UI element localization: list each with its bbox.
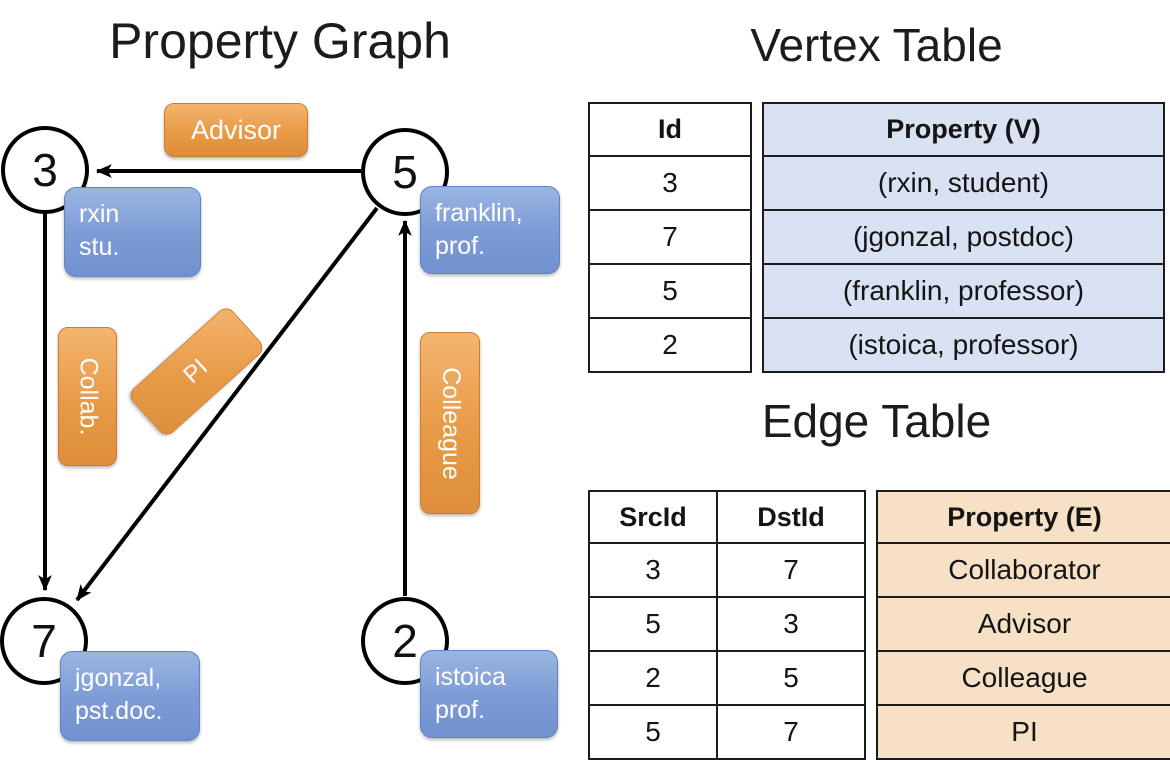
table-cell: (franklin, professor) [764,263,1163,317]
edge-label-text: Advisor [190,114,282,145]
vertex-table-title: Vertex Table [750,19,1003,71]
table-cell: Colleague [878,650,1170,704]
node-id: 5 [392,146,418,198]
edge-label-pi: PI [126,304,267,439]
table-cell: 3 [590,542,716,596]
column-gap [752,102,762,373]
vertex-label-line: rxin [79,200,120,228]
edge-label-text: PI [178,353,214,389]
table-cell: Advisor [878,596,1170,650]
edge-table: SrcId 3 5 2 5 DstId 7 3 5 7 Property (E)… [588,490,1170,760]
vertex-label-line: istoica [435,663,506,691]
node-id: 7 [31,615,57,667]
table-cell: 7 [718,542,864,596]
table-cell: 3 [718,596,864,650]
vertex-table-id-column: Id 3 7 5 2 [588,102,752,373]
vertex-label-line: prof. [435,232,486,260]
edge-label-text: Colleague [436,366,465,480]
edge-table-property-column: Property (E) Collaborator Advisor Collea… [876,490,1170,760]
table-cell: (jgonzal, postdoc) [764,209,1163,263]
vertex-label-line: pst.doc. [75,697,163,725]
table-cell: 5 [590,263,750,317]
table-cell: PI [878,704,1170,758]
node-id: 3 [32,144,58,196]
table-cell: (istoica, professor) [764,317,1163,371]
vertex-table: Id 3 7 5 2 Property (V) (rxin, student) … [588,102,1165,373]
vertex-label-istoica: istoica prof. [420,650,558,738]
property-graph-title: Property Graph [109,13,451,69]
column-header: DstId [757,501,825,532]
column-header: Id [658,114,682,144]
table-cell: 5 [590,704,716,758]
vertex-table-property-column: Property (V) (rxin, student) (jgonzal, p… [762,102,1165,373]
vertex-label-jgonzal: jgonzal, pst.doc. [60,651,200,741]
table-cell: Collaborator [878,542,1170,596]
table-cell: 2 [590,650,716,704]
table-cell: (rxin, student) [764,155,1163,209]
vertex-label-line: stu. [79,233,120,261]
node-id: 2 [392,615,418,667]
edge-label-advisor: Advisor [164,103,308,157]
vertex-label-franklin: franklin, prof. [420,186,560,274]
vertex-label-rxin: rxin stu. [64,187,201,277]
column-gap [866,490,876,760]
table-cell: 5 [590,596,716,650]
edge-label-text: Collab. [74,357,103,436]
edge-table-title: Edge Table [761,395,992,447]
table-cell: 2 [590,317,750,371]
table-cell: 5 [718,650,864,704]
column-header: SrcId [619,501,687,532]
table-cell: 7 [590,209,750,263]
graph-node-5: 5 [361,128,449,216]
edge-table-dstid-column: DstId 7 3 5 7 [716,492,864,758]
table-cell: 7 [718,704,864,758]
column-header: Property (V) [764,104,1163,155]
vertex-label-line: jgonzal, [75,664,162,692]
column-header: Property (E) [878,492,1170,542]
table-cell: 3 [590,155,750,209]
graph-node-3: 3 [1,126,89,214]
vertex-label-line: franklin, [435,199,523,227]
edge-label-collab: Collab. [58,327,117,466]
edge-table-id-columns: SrcId 3 5 2 5 DstId 7 3 5 7 [588,490,866,760]
edge-label-colleague: Colleague [420,332,480,514]
edge-table-srcid-column: SrcId 3 5 2 5 [590,492,716,758]
vertex-label-line: prof. [435,696,486,724]
